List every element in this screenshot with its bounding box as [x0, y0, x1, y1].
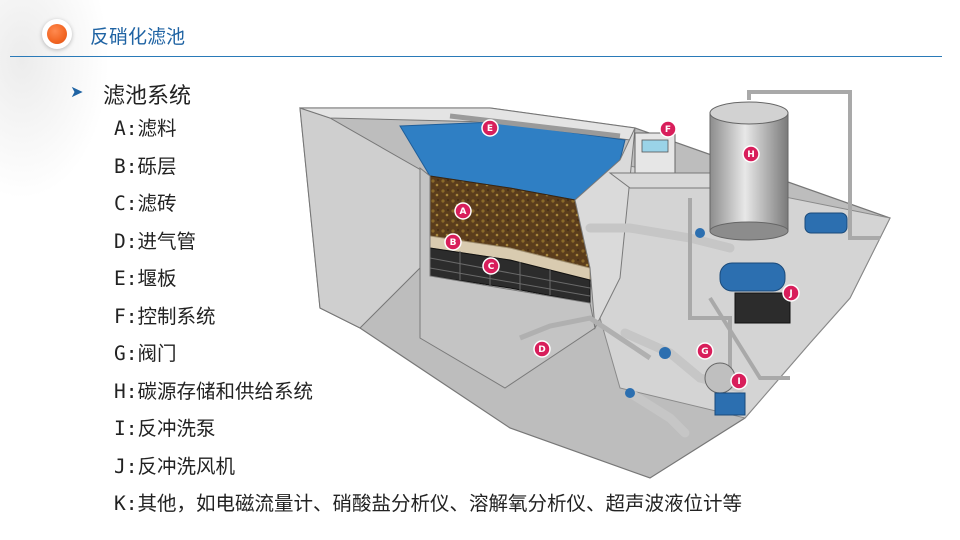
legend-item-h: H:碳源存储和供给系统 — [114, 379, 313, 403]
legend-item-k: K:其他，如电磁流量计、硝酸盐分析仪、溶解氧分析仪、超声波液位计等 — [114, 492, 742, 515]
svg-text:H: H — [747, 150, 755, 160]
svg-text:J: J — [788, 289, 792, 299]
marker-j: J — [782, 284, 800, 302]
marker-c: C — [482, 257, 500, 275]
basin-cut-wall — [419, 166, 596, 389]
svg-text:F: F — [665, 125, 671, 135]
main-pipe — [585, 223, 735, 253]
legend-item-b: B:砾层 — [114, 154, 177, 178]
legend-item-g: G:阀门 — [114, 342, 177, 365]
svg-text:A: A — [460, 207, 467, 217]
svg-text:D: D — [538, 345, 545, 355]
backwash-blower — [719, 262, 786, 292]
weir-plate — [449, 113, 621, 139]
header-bullet-icon — [42, 19, 72, 49]
valve — [695, 228, 705, 238]
air-blower-pipe — [708, 296, 790, 380]
marker-a: A — [454, 202, 472, 220]
valve — [625, 388, 635, 398]
tank-outlet-pipe — [747, 90, 880, 240]
marker-e: E — [481, 119, 499, 137]
filter-system-diagram: A B C D E F G H I J — [299, 90, 891, 479]
carbon-source-tank — [709, 112, 789, 232]
svg-text:E: E — [487, 124, 493, 134]
legend-item-c: C:滤砖 — [114, 192, 177, 215]
backwash-pump — [704, 362, 736, 394]
header-divider — [10, 56, 942, 57]
marker-b: B — [444, 233, 462, 251]
marker-h: H — [742, 145, 760, 163]
page-title: 反硝化滤池 — [90, 26, 186, 48]
arrow-bullet-icon: ➤ — [70, 82, 84, 101]
legend-item-e: E:堰板 — [114, 267, 177, 290]
legend-list: A:滤料 B:砾层 C:滤砖 D:进气管 E:堰板 F:控制系统 G:阀门 H:… — [114, 114, 742, 527]
return-pipe — [625, 388, 690, 438]
marker-i: I — [730, 372, 748, 390]
dosing-pump — [804, 212, 848, 234]
svg-text:G: G — [701, 347, 708, 357]
legend-item-j: J:反冲洗风机 — [114, 454, 235, 478]
valve — [659, 347, 671, 359]
legend-item-d: D:进气管 — [114, 229, 196, 253]
dosing-pipe — [688, 198, 732, 378]
marker-f: F — [659, 120, 677, 138]
svg-text:C: C — [488, 262, 495, 272]
marker-g: G — [696, 342, 714, 360]
marker-d: D — [533, 340, 551, 358]
svg-text:B: B — [450, 238, 457, 248]
air-inlet-pipe — [519, 315, 652, 361]
svg-text:I: I — [737, 377, 740, 387]
legend-item-i: I:反冲洗泵 — [114, 417, 216, 440]
section-title: 滤池系统 — [103, 84, 192, 109]
legend-item-a: A:滤料 — [114, 117, 177, 140]
control-panel — [634, 132, 676, 176]
legend-item-f: F:控制系统 — [114, 304, 216, 328]
